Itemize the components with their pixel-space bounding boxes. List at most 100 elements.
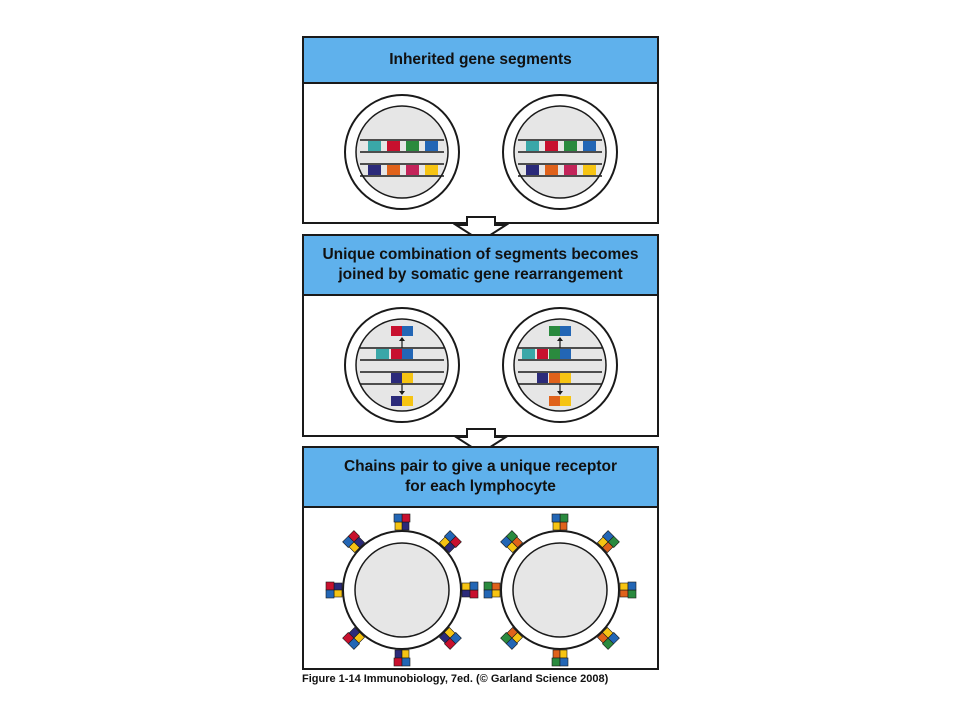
arrowhead [557,337,563,341]
receptor-chain-segment [491,589,501,598]
receptor-chain-segment [559,521,568,531]
receptor-chain-segment [552,649,561,659]
expressed-gene-segment [560,396,571,406]
receptor-chain-segment [491,582,501,591]
gene-segment [406,165,419,175]
receptor-chain-segment [602,530,615,543]
arrowhead [399,337,405,341]
rearrangement-diagram [344,307,618,423]
gene-segment [564,165,577,175]
gene-segment [425,141,438,151]
receptor-chain-segment [325,589,335,599]
receptor-chain-segment [461,589,471,598]
receptor-chain-segment [393,657,403,667]
panel-title-line: Unique combination of segments becomes [322,246,639,263]
receptor-chain-segment [401,513,411,523]
cell-nucleus [512,542,608,638]
receptor-chain-segment [461,582,471,591]
gene-segment [560,349,571,359]
receptor-chain-segment [483,589,493,599]
receptor-group [325,513,479,667]
receptor-chain-segment [444,530,457,543]
lymphocyte-receptor-diagram [325,513,637,667]
gene-segment [564,141,577,151]
gene-segment [387,165,400,175]
receptor [342,627,365,650]
receptor-chain-segment [551,657,561,667]
receptor [393,649,411,667]
receptor-chain-segment [325,581,335,591]
panel-header: Unique combination of segments becomes j… [304,236,657,296]
receptor-chain-segment [401,649,410,659]
figure-number: Figure 1-14 [302,673,361,685]
expressed-gene-segment [402,396,413,406]
gene-segment [406,141,419,151]
panel-title-line: Inherited gene segments [389,51,572,68]
receptor-chain-segment [333,589,343,598]
receptor-chain-segment [559,657,569,667]
receptor [551,649,569,667]
expressed-gene-segment [391,396,402,406]
gene-segment [549,349,560,359]
receptor-chain-segment [401,521,410,531]
panel-header: Chains pair to give a unique receptor fo… [304,448,657,508]
expressed-gene-segment [391,326,402,336]
receptor-chain-segment [559,513,569,523]
gene-segment [402,373,413,383]
cell-nucleus [354,542,450,638]
receptor [483,581,501,599]
panel-inherited-gene-segments: Inherited gene segments [302,36,659,224]
panel-header: Inherited gene segments [304,38,657,84]
lymphocyte-right [483,513,637,667]
receptor [439,530,462,553]
expressed-gene-segment [549,326,560,336]
lymphocyte-left [325,513,479,667]
receptor [500,530,523,553]
gene-segment [583,165,596,175]
receptor-chain-segment [401,657,411,667]
gene-segment [545,165,558,175]
receptor [597,627,620,650]
receptor-chain-segment [394,649,403,659]
down-arrow-icon [453,216,509,242]
inherited-segments-diagram [344,94,618,210]
arrowhead [557,391,563,395]
figure-caption: Figure 1-14 Immunobiology, 7ed. (© Garla… [302,673,608,685]
gene-segment [391,373,402,383]
panel-somatic-rearrangement: Unique combination of segments becomes j… [302,234,659,437]
receptor [325,581,343,599]
gene-segment [545,141,558,151]
copyright-credit: (© Garland Science 2008) [476,673,609,685]
gene-segment [368,165,381,175]
receptor [597,530,620,553]
germline-cell-right [502,94,618,210]
receptor-chain-segment [347,637,360,650]
receptor [439,627,462,650]
receptor-chain-segment [483,581,493,591]
gene-segment [391,349,402,359]
gene-segment [583,141,596,151]
receptor-chain-segment [551,513,561,523]
book-title: Immunobiology, 7ed. [363,673,473,685]
arrowhead [399,391,405,395]
receptor-chain-segment [619,582,629,591]
gene-segment [368,141,381,151]
receptor-chain-segment [449,632,462,645]
gene-segment [526,165,539,175]
receptor-chain-segment [393,513,403,523]
receptor [551,513,569,531]
rearranged-cell-left [344,307,460,423]
cell-nucleus [513,318,607,412]
receptor-chain-segment [607,632,620,645]
receptor-chain-segment [627,581,637,591]
receptor [500,627,523,650]
panel-title-line: joined by somatic gene rearrangement [338,266,623,283]
receptor-chain-segment [505,637,518,650]
panel-title-line: Chains pair to give a unique receptor [343,458,618,475]
receptor-chain-segment [469,581,479,591]
germline-cell-left [344,94,460,210]
receptor-chain-segment [333,582,343,591]
receptor [342,530,365,553]
receptor-chain-segment [552,521,561,531]
gene-segment [549,373,560,383]
